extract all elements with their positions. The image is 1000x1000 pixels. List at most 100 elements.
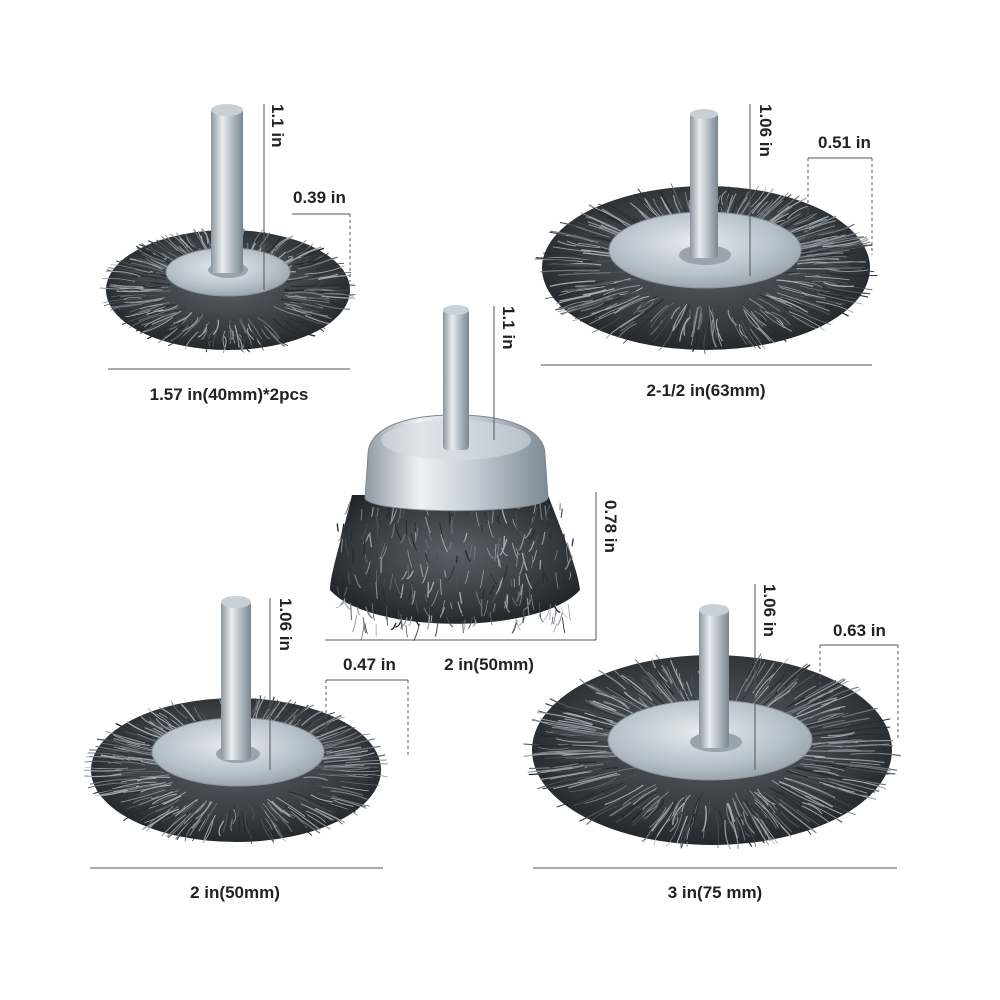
wire-strand	[519, 530, 525, 545]
wire-strand	[672, 303, 688, 331]
wire-strand	[537, 746, 569, 750]
wire-strand	[171, 701, 188, 719]
wire-strand	[559, 287, 615, 302]
wire-strand	[823, 281, 855, 288]
wire-strand	[306, 814, 331, 830]
wire-strand	[736, 320, 751, 346]
wire-strand	[643, 675, 661, 695]
wire-strand	[807, 802, 843, 823]
wire-strand	[528, 762, 579, 770]
wire-strand	[448, 542, 452, 550]
wire-strand	[539, 718, 597, 730]
wire-strand	[591, 305, 612, 315]
wire-strand	[549, 231, 593, 243]
wire-strand	[139, 319, 169, 335]
wire-strand	[789, 785, 821, 801]
wire-strand	[347, 572, 351, 585]
wire-strand	[455, 555, 458, 564]
wire-strand	[819, 742, 855, 745]
wire-strand	[439, 579, 443, 595]
wire-strand	[553, 550, 558, 561]
wire-strand	[701, 805, 707, 832]
wire-strand	[434, 622, 439, 637]
wire-strand	[303, 288, 330, 291]
wire-strand	[284, 303, 303, 309]
wire-strand	[236, 804, 240, 818]
wire-strand	[167, 820, 186, 839]
wire-strand	[811, 685, 843, 702]
wire-strand	[259, 329, 268, 341]
wire-strand	[796, 697, 838, 716]
wire-strand	[742, 308, 760, 327]
wire-strand	[563, 585, 570, 595]
wire-strand	[526, 526, 531, 537]
wire-strand	[140, 784, 172, 793]
wire-strand	[543, 252, 582, 258]
wire-strand	[598, 306, 623, 319]
wire-strand	[519, 583, 524, 596]
wire-strand	[269, 817, 281, 834]
wire-strand	[721, 190, 727, 206]
brush-75mm: 1.06 in 0.63 in 3 in(75 mm)	[523, 584, 901, 902]
wire-strand	[735, 801, 743, 817]
wire-strand	[520, 546, 527, 557]
wire-strand	[750, 187, 767, 208]
wire-strand	[400, 614, 403, 630]
wire-strand	[591, 772, 642, 791]
shaft	[211, 108, 243, 273]
wire-strand	[559, 503, 561, 511]
wire-strand	[765, 796, 785, 814]
wire-strand	[389, 509, 398, 525]
wire-strand	[468, 543, 473, 559]
wire-strand	[818, 738, 862, 743]
wire-strand	[823, 782, 877, 800]
wire-strand	[101, 278, 136, 283]
wire-strand	[757, 201, 769, 214]
wire-strand	[778, 783, 810, 801]
wire-strand	[553, 732, 600, 739]
wire-strand	[194, 800, 207, 814]
wire-strand	[632, 788, 656, 806]
wire-strand	[841, 707, 878, 718]
wire-strand	[226, 808, 231, 834]
wire-strand	[181, 800, 198, 814]
wire-strand	[450, 602, 453, 609]
wire-strand	[511, 542, 519, 559]
wire-strand	[312, 796, 356, 813]
wire-strand	[467, 617, 473, 629]
wire-strand	[198, 813, 210, 832]
wire-strand	[344, 773, 369, 777]
wire-strand	[330, 790, 368, 800]
wire-strand	[85, 767, 129, 770]
wire-strand	[110, 264, 151, 274]
wire-strand	[189, 823, 201, 839]
wire-strand	[764, 308, 788, 326]
wire-strand	[155, 810, 177, 826]
wire-strand	[642, 678, 663, 699]
wire-strand	[191, 319, 200, 329]
wire-strand	[122, 781, 173, 793]
wire-strand	[813, 770, 840, 777]
wire-strand	[776, 319, 793, 332]
wire-strand	[576, 225, 610, 238]
wire-strand	[229, 326, 232, 337]
wire-strand	[831, 784, 869, 797]
wire-strand	[623, 691, 648, 708]
wire-strand	[316, 262, 345, 271]
wire-strand	[381, 578, 385, 590]
wire-strand	[349, 501, 352, 517]
wire-strand	[697, 308, 703, 329]
wire-strand	[481, 555, 486, 569]
wire-strand	[530, 594, 535, 611]
wire-strand	[539, 559, 542, 570]
wire-strand	[464, 570, 469, 584]
wire-strand	[552, 623, 558, 633]
wire-strand	[320, 731, 358, 745]
wire-strand	[289, 792, 309, 802]
wire-strand	[549, 698, 590, 712]
wire-strand	[774, 678, 799, 698]
wire-strand	[820, 733, 854, 738]
wire-strand	[146, 326, 168, 340]
wire-strand	[420, 574, 424, 582]
wire-strand	[753, 310, 767, 322]
